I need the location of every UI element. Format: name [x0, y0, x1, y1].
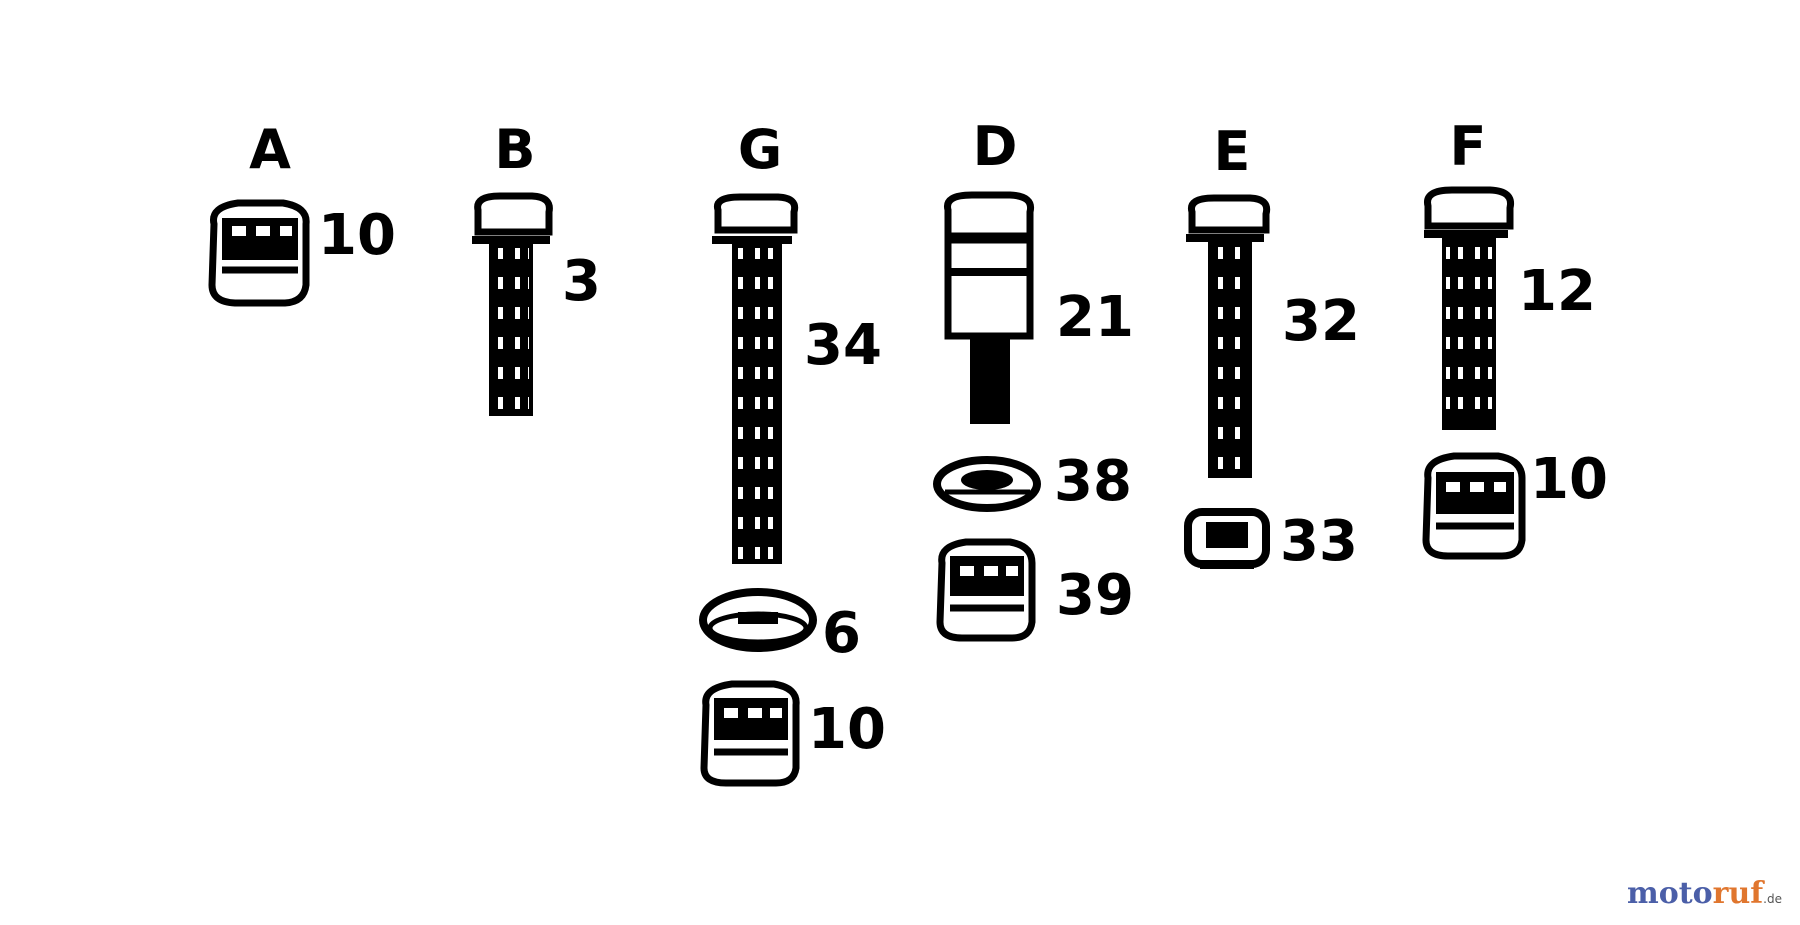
nut-icon	[936, 538, 1036, 642]
part-number: 10	[318, 203, 396, 268]
group-label-b: B	[494, 118, 535, 181]
part-number: 39	[1056, 563, 1134, 628]
nut-icon	[1422, 452, 1526, 560]
watermark-suffix: .de	[1763, 892, 1782, 906]
short-bolt-icon	[472, 192, 553, 416]
part-number: 6	[822, 601, 861, 666]
watermark-text-a: moto	[1627, 876, 1713, 911]
watermark-logo: motoruf.de	[1627, 876, 1782, 911]
group-label-d: D	[973, 115, 1018, 178]
nut-icon	[700, 680, 800, 787]
watermark-text-b: ruf	[1712, 876, 1764, 911]
bolt-icon	[1424, 186, 1515, 430]
group-label-f: F	[1450, 115, 1487, 178]
part-number: 33	[1280, 509, 1358, 574]
group-label-e: E	[1214, 120, 1251, 183]
nut-icon	[208, 199, 310, 307]
lock-washer-icon	[933, 456, 1041, 512]
part-number: 3	[562, 249, 601, 314]
long-bolt-icon	[712, 193, 799, 564]
part-number: 38	[1054, 449, 1132, 514]
part-number: 10	[1530, 447, 1608, 512]
flange-nut-icon	[1184, 508, 1270, 569]
part-number: 21	[1056, 285, 1134, 350]
bolt-icon	[1186, 194, 1271, 478]
part-number: 32	[1282, 289, 1360, 354]
part-number: 10	[808, 697, 886, 762]
group-label-g: G	[738, 118, 782, 181]
part-number: 12	[1518, 259, 1596, 324]
shoulder-bolt-icon	[944, 191, 1035, 424]
washer-icon	[699, 588, 817, 652]
group-label-a: A	[249, 118, 291, 181]
part-number: 34	[804, 313, 882, 378]
